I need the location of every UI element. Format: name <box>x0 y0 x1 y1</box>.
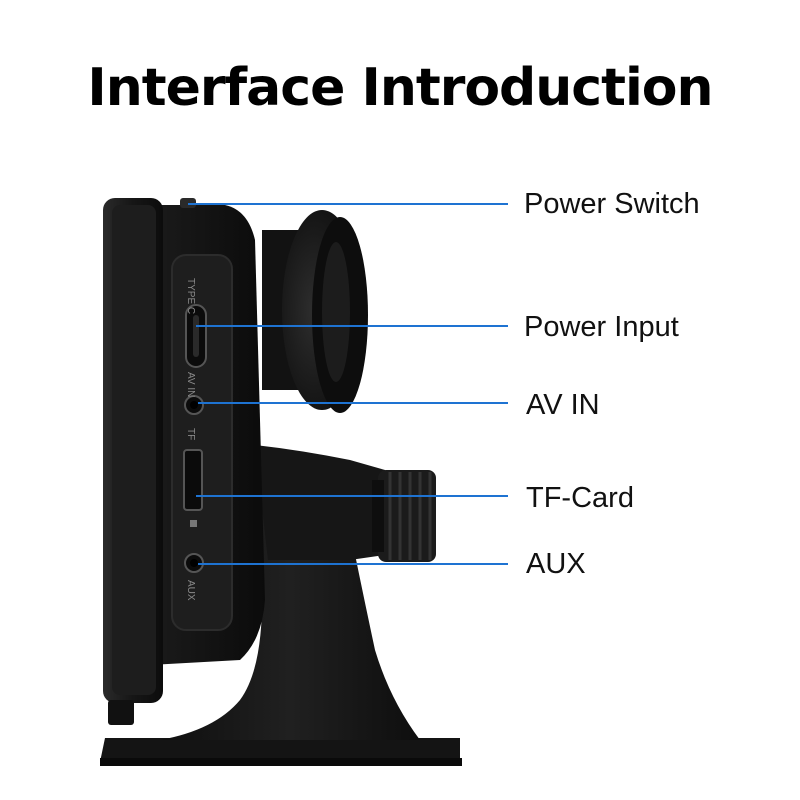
callout-power-switch: Power Switch <box>524 188 700 220</box>
callout-tf-card: TF-Card <box>526 482 634 514</box>
panel-label-tf: TF <box>185 428 196 440</box>
panel-label-aux: AUX <box>185 580 196 601</box>
panel-label-typec: TYPE C <box>185 278 196 314</box>
leader-lines <box>188 203 508 565</box>
page-title: Interface Introduction <box>87 58 713 118</box>
panel-label-avin: AV IN <box>185 372 196 397</box>
magnetic-mount <box>262 210 368 413</box>
joint-housing <box>255 445 385 560</box>
callout-aux: AUX <box>526 548 586 580</box>
callout-av-in: AV IN <box>526 389 600 421</box>
callout-power-input: Power Input <box>524 311 679 343</box>
knurled-knob <box>372 470 436 562</box>
tf-slot <box>183 449 203 511</box>
stand-base <box>100 738 460 762</box>
